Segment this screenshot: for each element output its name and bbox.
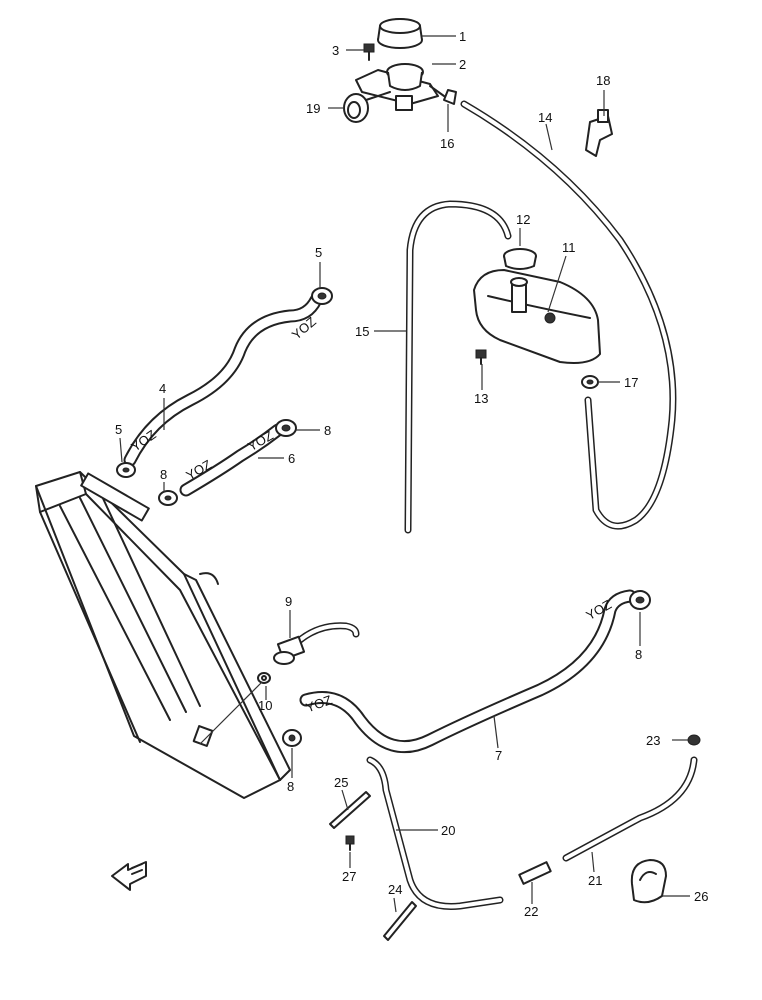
callout-11: 11	[562, 240, 576, 255]
callout-24: 24	[388, 882, 402, 897]
part-9-fitting	[273, 622, 360, 665]
part-18-bracket	[585, 109, 613, 157]
part-1-radiator-cap	[377, 18, 423, 49]
part-24-tie-strap	[383, 901, 417, 941]
part-16-clip	[443, 89, 457, 105]
part-25-tie-strap	[329, 791, 371, 829]
callout-3: 3	[332, 43, 339, 58]
callout-20: 20	[441, 823, 455, 838]
callout-19: 19	[306, 101, 320, 116]
part-11-reservoir-tank	[473, 269, 601, 364]
part-8-clamp-a	[275, 419, 297, 437]
part-15-breather-hose	[404, 200, 512, 534]
callout-23: 23	[646, 733, 660, 748]
callout-6: 6	[288, 451, 295, 466]
callout-labels: 1 2 3 19 16 18 14 12 11 15 13 17 5 4 5 8…	[115, 29, 708, 919]
callout-7: 7	[495, 748, 502, 763]
callout-16: 16	[440, 136, 454, 151]
callout-12: 12	[516, 212, 530, 227]
part-6-radiator-hose: YOZ YOZ	[179, 423, 285, 497]
callout-8-b: 8	[160, 467, 167, 482]
part-3-bolt	[363, 43, 375, 61]
callout-8-d: 8	[287, 779, 294, 794]
callout-25: 25	[334, 775, 348, 790]
part-5-clamp-top	[311, 287, 333, 305]
part-8-clamp-c	[629, 590, 651, 610]
callout-18: 18	[596, 73, 610, 88]
part-2-filler-neck	[355, 63, 445, 111]
callout-14: 14	[538, 110, 552, 125]
leader-lines	[119, 35, 690, 913]
part-14-overflow-hose	[460, 100, 677, 530]
callout-27: 27	[342, 869, 356, 884]
part-10-o-ring	[257, 672, 271, 684]
part-21-pipe	[562, 756, 698, 862]
callout-26: 26	[694, 889, 708, 904]
part-20-bypass-hose	[366, 756, 504, 910]
callout-15: 15	[355, 324, 369, 339]
part-26-clip	[630, 859, 667, 904]
callout-17: 17	[624, 375, 638, 390]
part-8-clamp-b	[158, 490, 178, 506]
callout-8-a: 8	[324, 423, 331, 438]
callout-1: 1	[459, 29, 466, 44]
callout-9: 9	[285, 594, 292, 609]
callout-21: 21	[588, 873, 602, 888]
callout-13: 13	[474, 391, 488, 406]
callout-5-top: 5	[315, 245, 322, 260]
part-22-joint	[518, 861, 552, 885]
callout-22: 22	[524, 904, 538, 919]
part-23-cap	[687, 734, 701, 746]
callout-10: 10	[258, 698, 272, 713]
part-8-clamp-d	[282, 729, 302, 747]
callout-2: 2	[459, 57, 466, 72]
part-19-hose-end	[343, 91, 391, 123]
arrow-left-icon	[111, 861, 147, 891]
part-27-bolt	[345, 835, 355, 851]
part-7-lower-hose: YOZ YOZ	[299, 589, 637, 754]
callout-4: 4	[159, 381, 166, 396]
callout-5-lower: 5	[115, 422, 122, 437]
part-5-clamp-lower	[116, 462, 136, 478]
radiator	[35, 471, 291, 799]
part-17-clamp	[581, 375, 599, 389]
part-13-bolt	[475, 349, 487, 365]
part-12-reservoir-cap	[503, 248, 537, 270]
callout-8-c: 8	[635, 647, 642, 662]
